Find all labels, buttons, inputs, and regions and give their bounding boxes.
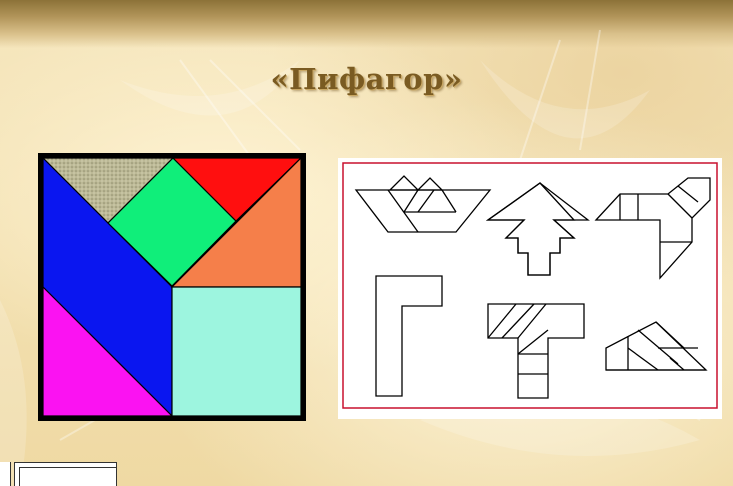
figure-boat bbox=[356, 176, 490, 232]
square-cyan bbox=[172, 287, 301, 416]
slide-control-inner bbox=[19, 467, 116, 486]
figure-letter-g bbox=[376, 276, 442, 396]
figure-letter-t bbox=[488, 304, 584, 398]
tangram-square bbox=[38, 153, 306, 421]
slide-title: «Пифагор» bbox=[0, 62, 733, 96]
figure-house bbox=[606, 322, 706, 370]
figure-bird bbox=[596, 178, 710, 278]
slide-control-left[interactable] bbox=[0, 462, 11, 486]
panel-frame bbox=[343, 163, 717, 408]
tangram-figures-panel bbox=[338, 158, 722, 419]
figure-tree bbox=[488, 183, 588, 275]
slide-control-box[interactable] bbox=[14, 462, 117, 486]
figures-drawing bbox=[338, 158, 722, 419]
